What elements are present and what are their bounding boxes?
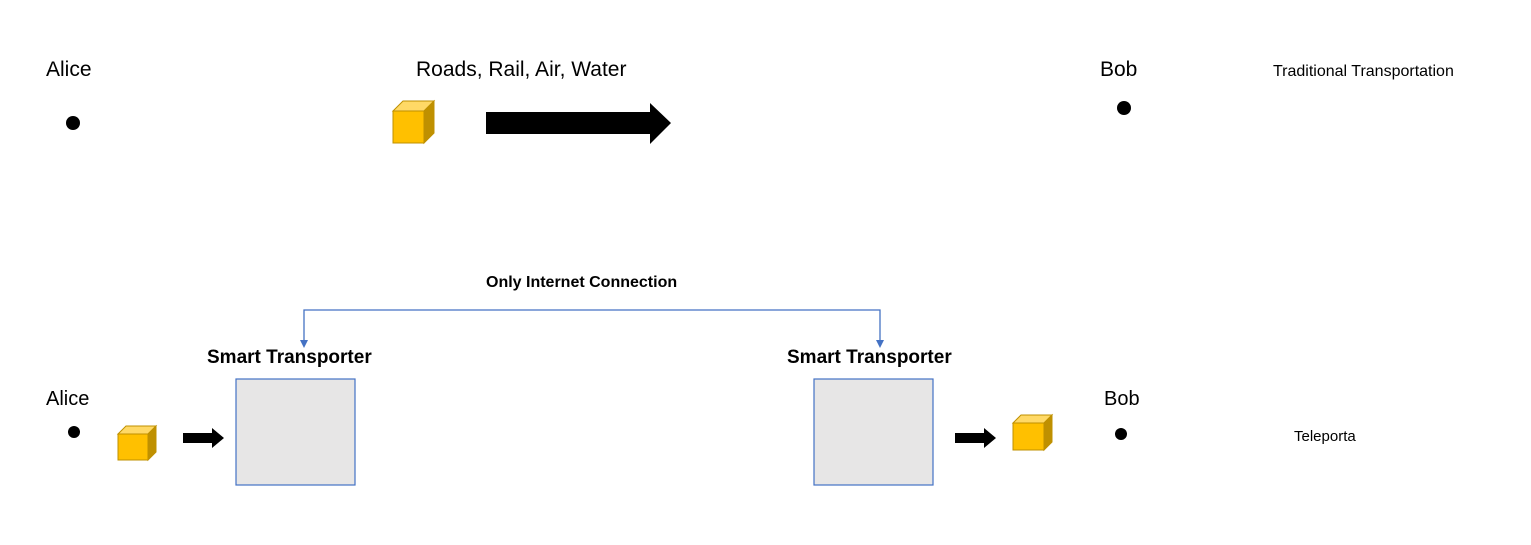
internet-connection-line [300,309,884,348]
route-label: Roads, Rail, Air, Water [416,58,627,81]
package-cube-left [116,424,158,462]
package-cube-right [1011,413,1054,452]
connection-label: Only Internet Connection [486,274,678,291]
smart-transporter-left [235,378,356,486]
alice-label-bottom: Alice [46,388,90,410]
traditional-caption: Traditional Transportation [1273,63,1454,80]
alice-dot-bottom [68,426,80,438]
transporter-left-title: Smart Transporter [207,347,372,368]
arrow-out-of-transporter [955,428,996,448]
alice-dot-top [66,116,80,130]
arrow-into-transporter [183,428,224,448]
transport-arrow [486,103,671,144]
bob-label-bottom: Bob [1104,388,1140,410]
teleport-caption: Teleporta [1294,428,1356,445]
smart-transporter-right [813,378,934,486]
bob-dot-top [1117,101,1131,115]
bob-dot-bottom [1115,428,1127,440]
bob-label-top: Bob [1100,58,1138,81]
alice-label-top: Alice [46,58,92,81]
package-cube-top [391,99,436,145]
transporter-right-title: Smart Transporter [787,347,952,368]
